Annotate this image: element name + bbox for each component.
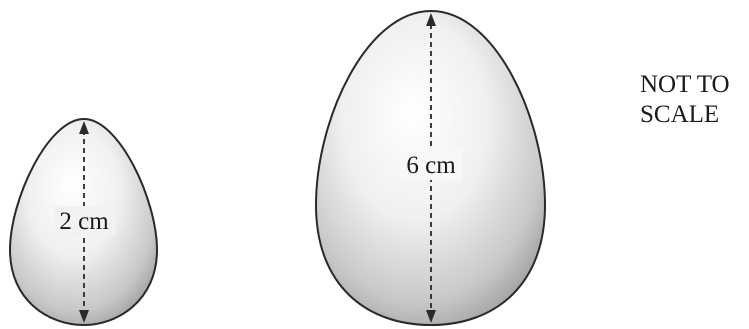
small-egg-top-arrowhead: [79, 121, 89, 134]
note-line-2: SCALE: [640, 101, 720, 128]
small-egg-bottom-arrowhead: [79, 310, 89, 323]
large-egg-height-label: 6 cm: [406, 152, 456, 179]
large-egg: 6 cm: [314, 9, 547, 327]
small-egg-label-bg: [54, 206, 116, 236]
small-egg-height-label: 2 cm: [59, 208, 109, 235]
large-egg-bottom-arrowhead: [426, 310, 436, 323]
large-egg-top-arrowhead: [426, 13, 436, 26]
large-egg-label-bg: [400, 150, 462, 180]
small-egg: 2 cm: [8, 117, 159, 327]
not-to-scale-note: NOT TO SCALE: [640, 70, 730, 130]
note-line-1: NOT TO: [640, 71, 730, 98]
